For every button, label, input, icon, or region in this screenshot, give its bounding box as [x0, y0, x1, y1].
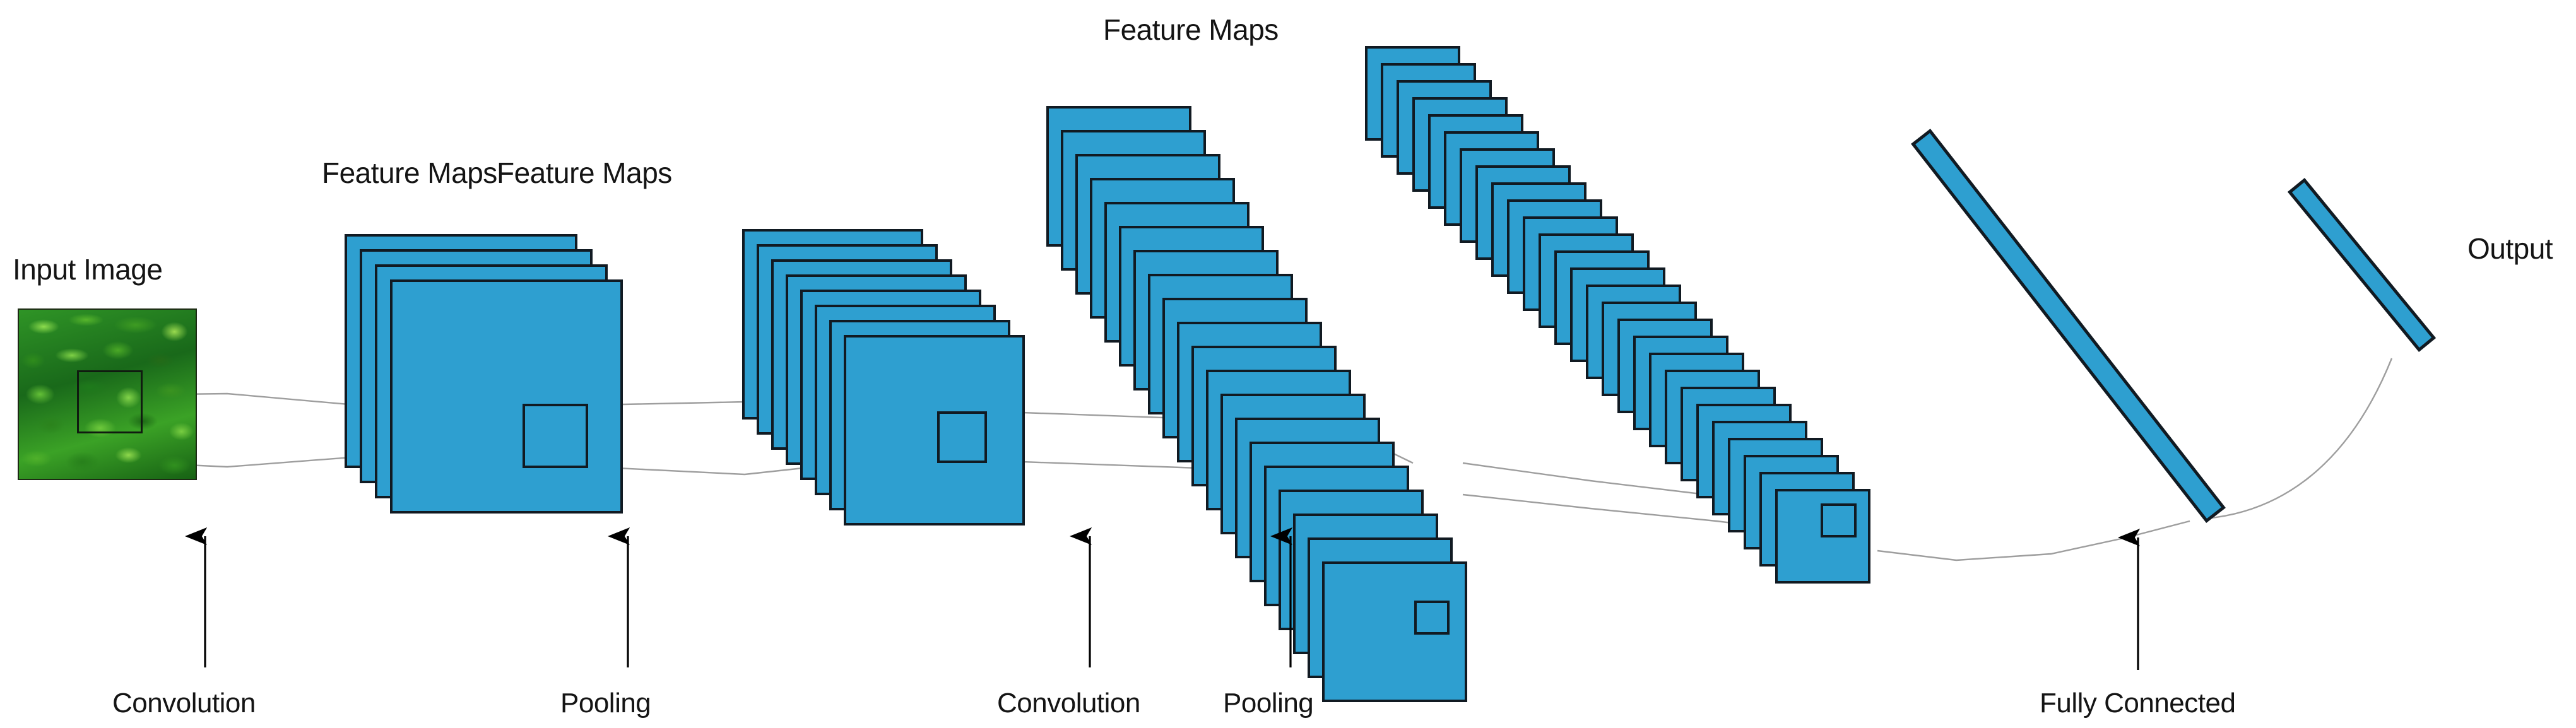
receptive-field-box	[1414, 601, 1450, 635]
feature-maps-2-label: Feature Maps	[497, 156, 672, 189]
feature-map-plate	[1322, 561, 1467, 702]
operation-label-fully-connected: Fully Connected	[2040, 688, 2236, 719]
operation-label-convolution-2: Convolution	[997, 688, 1140, 719]
operation-arrows	[205, 536, 2138, 670]
stack-feature-maps-3	[1046, 106, 1467, 702]
receptive-field-box	[523, 404, 588, 468]
operation-label-pooling-1: Pooling	[560, 688, 651, 719]
dense-layer-bars	[1911, 129, 2437, 523]
feature-map-stacks	[345, 46, 1870, 702]
output-label: Output	[2467, 232, 2553, 265]
operation-label-convolution-1: Convolution	[112, 688, 256, 719]
output-layer	[2287, 177, 2437, 353]
input-image-label: Input Image	[13, 253, 163, 286]
feature-maps-1-label: Feature Maps	[322, 156, 497, 189]
feature-map-plate	[390, 279, 623, 514]
input-image-plate	[18, 308, 197, 480]
fully-connected-layer	[1911, 129, 2226, 523]
feature-map-plate	[844, 335, 1025, 525]
receptive-field-box	[937, 411, 987, 463]
stack-feature-maps-4	[1365, 46, 1870, 584]
receptive-field-box	[1821, 503, 1857, 537]
stack-feature-maps-2	[742, 229, 1025, 525]
feature-maps-3-label: Feature Maps	[1103, 13, 1279, 46]
input-receptive-field-box	[77, 370, 143, 433]
operation-label-pooling-2: Pooling	[1223, 688, 1314, 719]
stack-feature-maps-1	[345, 234, 623, 514]
